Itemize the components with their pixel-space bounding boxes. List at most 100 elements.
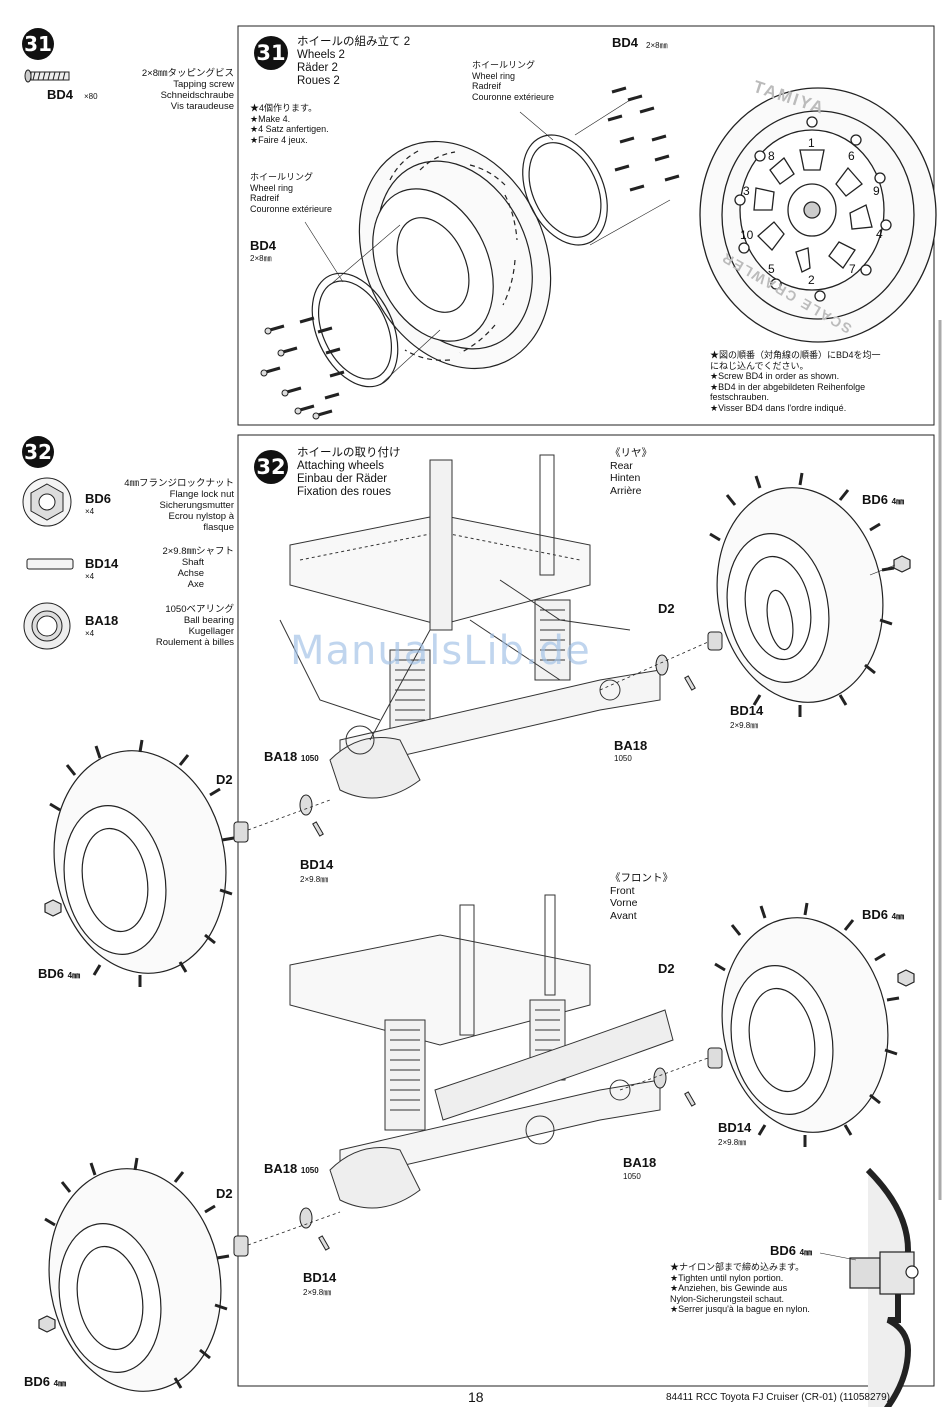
ba18-size-rear-right: 1050: [614, 754, 632, 763]
model-footer: 84411 RCC Toyota FJ Cruiser (CR-01) (110…: [666, 1392, 890, 1403]
shaft-front-right: [684, 1091, 696, 1107]
part-qty-bd4: ×80: [84, 92, 98, 101]
note: ★Faire 4 jeux.: [250, 134, 308, 145]
note: ★4 Satz anfertigen.: [250, 124, 329, 134]
step31-title: ホイールの組み立て 2 Wheels 2 Räder 2 Roues 2: [297, 36, 410, 88]
ring-en: Wheel ring: [472, 70, 516, 81]
size: 4㎜: [799, 1248, 813, 1257]
d2-label-front-right: D2: [658, 961, 675, 976]
order-num-8: 8: [768, 149, 775, 163]
wheel-order-diagram: [699, 87, 937, 343]
bd14-size-rear-right: 2×9.8㎜: [730, 721, 759, 730]
order-num-3: 3: [743, 184, 750, 198]
bd4-label-top: BD4: [612, 35, 639, 50]
bd4-screws-back: [607, 86, 680, 192]
front-fr: Avant: [610, 909, 637, 922]
part-fr: Roulement à billes: [155, 637, 234, 648]
wheel-ring-label-left: ホイールリング Wheel ring Radreif Couronne exté…: [250, 172, 332, 214]
d2-label-rear-left: D2: [216, 772, 233, 787]
front-jp: 《フロント》: [610, 872, 673, 884]
part-de: Sicherungsmutter: [159, 500, 234, 511]
size: 4㎜: [891, 497, 905, 506]
order-num-2: 2: [808, 273, 815, 287]
bd14-label-rear-left: BD14: [300, 857, 334, 872]
step31-number-badge: 31: [22, 28, 54, 60]
ring-de: Radreif: [250, 193, 280, 203]
note: Nylon-Sicherungsteil schaut.: [670, 1293, 785, 1304]
bd6-label-detail: BD6 4㎜: [770, 1244, 812, 1260]
note: ★BD4 in der abgebildeten Reihenfolge: [710, 381, 866, 392]
flange-nut-icon: [22, 477, 72, 527]
ba18-label-rear-left: BA18 1050: [264, 750, 319, 766]
part-desc-bd14: 2×9.8㎜シャフト Shaft Achse Axe: [116, 546, 234, 590]
order-num-9: 9: [873, 184, 880, 198]
step32-number-badge: 32: [22, 436, 54, 468]
bd6-label-front-left: BD6 4㎜: [24, 1375, 66, 1391]
size: 1050: [300, 1166, 319, 1175]
rear-chassis-drawing: [279, 454, 661, 799]
code: BD6: [770, 1243, 797, 1258]
rear-label: 《リヤ》 Rear Hinten Arrière: [610, 447, 652, 497]
nylon-nut-detail: [819, 1167, 919, 1407]
ring-de: Radreif: [472, 81, 502, 91]
front-label: 《フロント》 Front Vorne Avant: [610, 872, 673, 922]
step31-make-notes: ★4個作ります。 ★Make 4. ★4 Satz anfertigen. ★F…: [250, 103, 329, 145]
bd14-size-rear-left: 2×9.8㎜: [300, 875, 329, 884]
d2-hex-rear-right: [707, 631, 723, 651]
ring-jp: ホイールリング: [250, 172, 314, 182]
rear-de: Hinten: [610, 472, 641, 484]
shaft-rear-right: [684, 675, 696, 691]
front-left-tire: [38, 1157, 230, 1392]
ba18-label-rear-right: BA18: [614, 738, 648, 753]
rear-left-tire: [44, 739, 235, 987]
d2-hex-rear-left: [233, 821, 249, 843]
note: ★Anziehen, bis Gewinde aus: [670, 1283, 788, 1293]
order-num-6: 6: [848, 149, 855, 163]
bd14-label-front-left: BD14: [303, 1270, 337, 1285]
part-jp: 2×8㎜タッピングビス: [141, 68, 234, 79]
part-en: Shaft: [181, 557, 204, 568]
order-num-4: 4: [876, 227, 883, 241]
shaft-rear-left: [312, 821, 324, 837]
note: ★Make 4.: [250, 113, 291, 124]
ring-en: Wheel ring: [250, 182, 294, 193]
bd14-label-front-right: BD14: [718, 1120, 752, 1135]
size: 4㎜: [67, 971, 81, 980]
title-en: Wheels 2: [297, 49, 345, 61]
bearing-front-right: [653, 1067, 667, 1089]
part-qty-bd14: ×4: [85, 572, 95, 581]
title-en: Attaching wheels: [297, 460, 384, 472]
bd6-label-rear-left: BD6 4㎜: [38, 967, 80, 983]
part-de: Achse: [177, 568, 204, 579]
shaft-front-left: [318, 1235, 330, 1251]
title-fr: Fixation des roues: [297, 486, 391, 498]
code: BA18: [264, 1161, 298, 1176]
part-jp: 1050ベアリング: [165, 604, 234, 615]
part-desc-bd6: 4㎜フランジロックナット Flange lock nut Sicherungsm…: [116, 478, 234, 533]
front-chassis-drawing: [289, 894, 674, 1209]
part-code-bd6: BD6: [85, 491, 112, 506]
ball-bearing-icon: [23, 602, 71, 650]
title-de: Räder 2: [297, 62, 338, 74]
size: 4㎜: [53, 1379, 67, 1388]
title-jp: ホイールの組み立て 2: [297, 36, 411, 48]
rear-right-tire: [709, 472, 911, 717]
ba18-label-front-left: BA18 1050: [264, 1162, 319, 1178]
ring-fr: Couronne extérieure: [472, 91, 555, 102]
note: ★ナイロン部まで締め込みます。: [670, 1262, 805, 1272]
part-qty-bd6: ×4: [85, 507, 95, 516]
watermark: ManualsLib.de: [290, 628, 591, 674]
code: BD6: [862, 492, 889, 507]
note: ★Visser BD4 dans l'ordre indiqué.: [710, 402, 847, 413]
order-num-7: 7: [849, 262, 856, 276]
part-en: Ball bearing: [183, 615, 234, 626]
bd4-label-left: BD4: [250, 238, 277, 253]
rear-fr: Arrière: [610, 484, 642, 497]
bd4-size-top: 2×8㎜: [646, 41, 668, 50]
part-fr2: flasque: [203, 522, 234, 533]
order-num-10: 10: [740, 228, 754, 242]
tire-drawing-31: [304, 99, 671, 388]
bd14-size-front-left: 2×9.8㎜: [303, 1288, 332, 1297]
part-de: Kugellager: [188, 626, 234, 637]
